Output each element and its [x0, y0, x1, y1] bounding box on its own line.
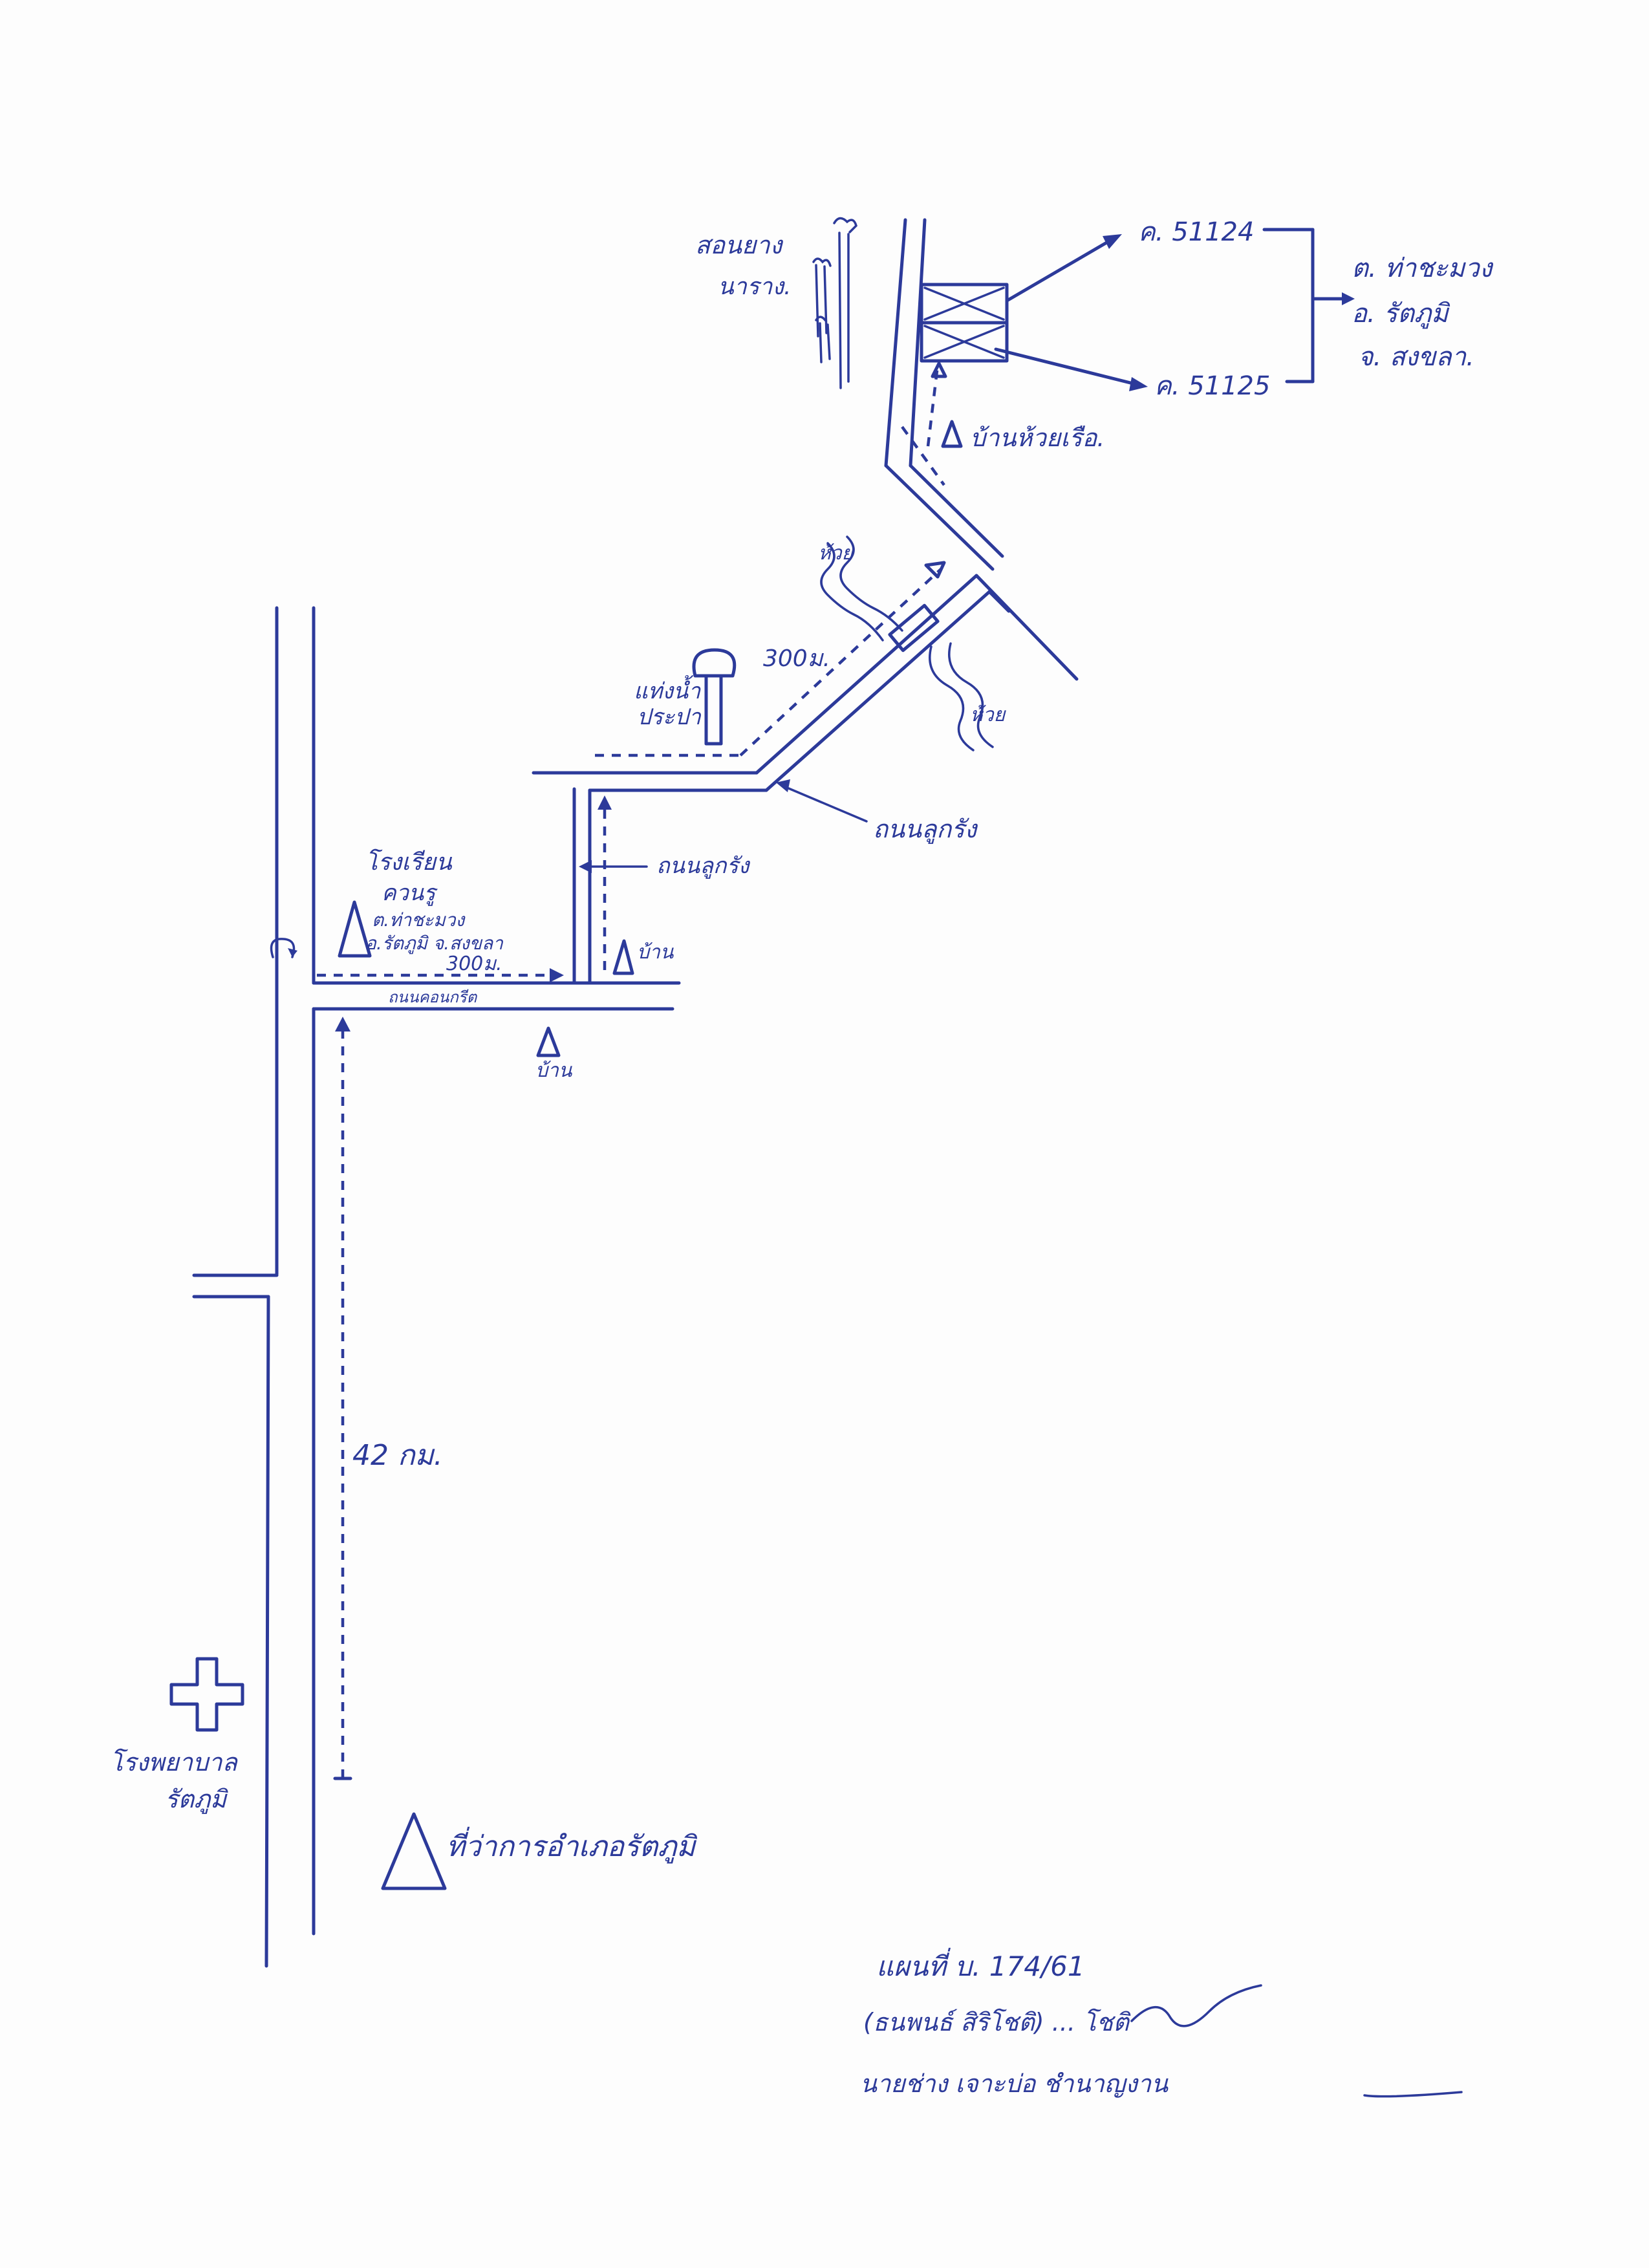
- concrete-road: [312, 981, 681, 1011]
- wells-box: [920, 283, 1009, 363]
- tree-icon: [812, 217, 857, 389]
- well-id-label: ค. 51125: [1154, 371, 1270, 401]
- house-label: บ้าน: [637, 941, 674, 964]
- house-triangle-icon: [941, 420, 963, 448]
- landmark-triangles: [338, 420, 963, 1890]
- road-label: ถนนลูกรัง: [873, 815, 978, 844]
- distance-label: 300ม.: [446, 953, 502, 975]
- location-label: ต. ท่าชะมวง: [1352, 254, 1494, 283]
- school-label: โรงเรียน: [365, 848, 453, 876]
- water-tower-icon: [692, 648, 737, 746]
- school-label: อ.รัตภูมิ จ.สงขลา: [365, 933, 504, 955]
- distance-label: 42 กม.: [352, 1439, 443, 1472]
- location-label: อ. รัตภูมิ: [1352, 299, 1450, 329]
- rubber-plantation-label: สอนยาง: [695, 231, 784, 259]
- rubber-plantation-sub-label: นาราง.: [718, 274, 791, 300]
- signer-title-label: นายช่าง เจาะบ่อ ชำนาญงาน: [860, 2069, 1169, 2098]
- school-label: ควนรู: [382, 880, 438, 906]
- well-id-label: ค. 51124: [1138, 217, 1254, 247]
- hospital-label: รัตภูมิ: [165, 1785, 228, 1814]
- house-label: บ้านห้วยเรือ.: [970, 424, 1105, 452]
- upper-road: [884, 218, 1004, 571]
- diagonal-laterite-road: [755, 574, 1079, 792]
- route-arrowheads: [333, 362, 947, 1780]
- signer-name-label: (ธนพนธ์ สิริโชติ) ... โชติ: [863, 2008, 1131, 2036]
- district-office-label: ที่ว่าการอำเภอรัตภูมิ: [446, 1826, 698, 1864]
- vertical-laterite-road: [532, 771, 768, 985]
- route-dashed-line: [317, 365, 945, 1778]
- house-triangle-icon: [612, 939, 634, 975]
- map-labels: สอนยาง นาราง. ค. 51124 ค. 51125 ต. ท่าชะ…: [110, 217, 1494, 2098]
- hospital-label: โรงพยาบาล: [110, 1748, 238, 1777]
- road-label: ถนนคอนกรีต: [388, 988, 478, 1006]
- well-arrows: [994, 234, 1148, 391]
- distance-label: 300ม.: [763, 645, 830, 672]
- location-bracket: [1262, 228, 1355, 383]
- school-triangle-icon: [338, 900, 372, 958]
- hospital-cross-icon: [169, 1657, 244, 1732]
- road-label: ถนนลูกรัง: [656, 853, 751, 879]
- house-label: บ้าน: [535, 1059, 573, 1082]
- label-pointers: [579, 779, 868, 873]
- signature-scribble: [1130, 1984, 1463, 2098]
- location-label: จ. สงขลา.: [1358, 342, 1474, 372]
- canal-label: ห้วย: [818, 542, 855, 565]
- map-reference-label: แผนที่ บ. 174/61: [876, 1947, 1085, 1982]
- canal-label: ห้วย: [970, 704, 1007, 726]
- main-highway: [192, 606, 316, 1968]
- district-office-triangle-icon: [381, 1812, 447, 1890]
- canal-icon: [820, 535, 994, 751]
- house-triangle-icon: [536, 1026, 561, 1057]
- water-tower-label: ประปา: [637, 704, 702, 730]
- u-turn-icon: [270, 938, 297, 958]
- school-label: ต.ท่าชะมวง: [372, 909, 466, 931]
- water-tower-label: แท่งน้ำ: [634, 675, 701, 704]
